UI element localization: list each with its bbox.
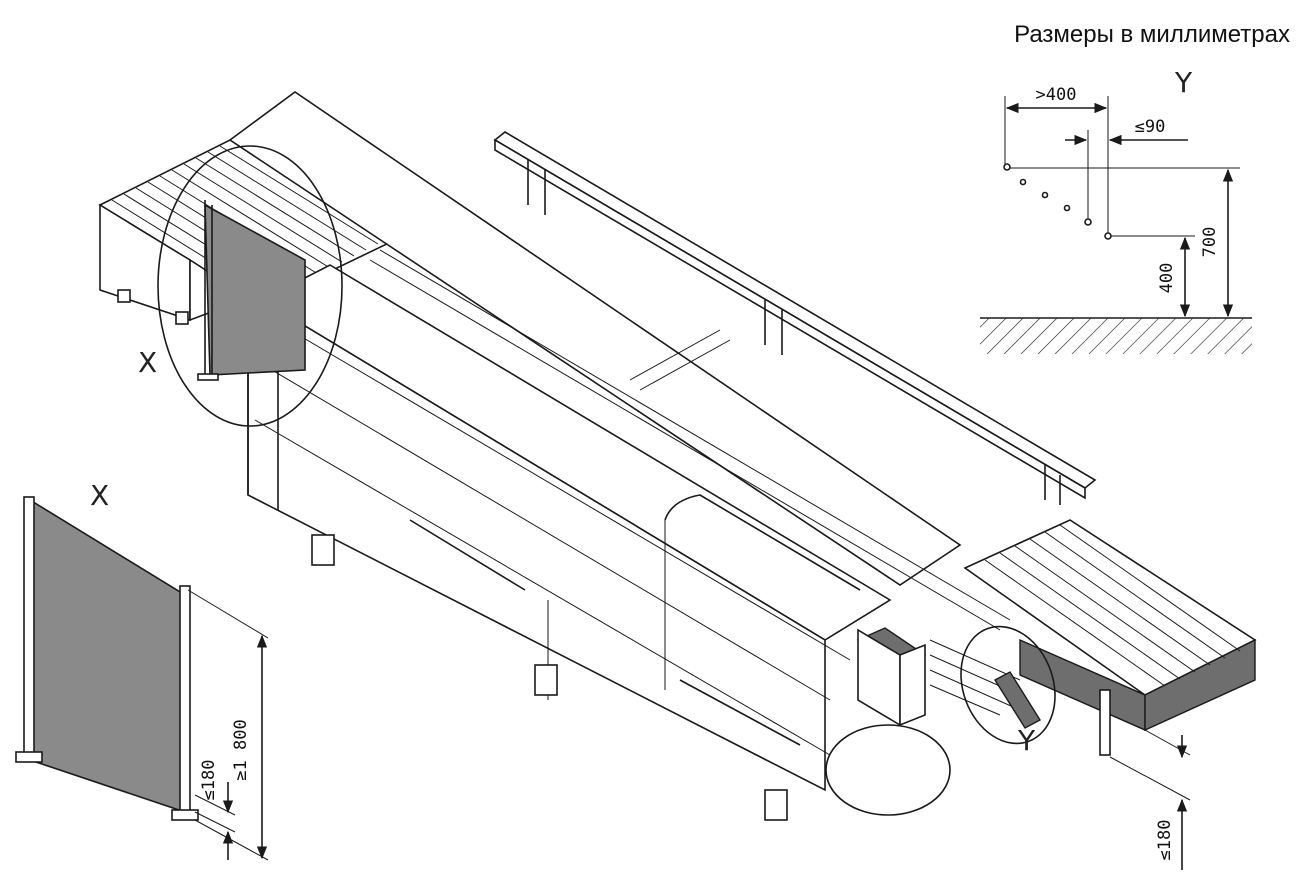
units-note: Размеры в миллиметрах bbox=[1014, 21, 1290, 48]
dim-y-height-lower: 400 bbox=[1157, 263, 1177, 294]
detail-x-title: X bbox=[90, 479, 109, 512]
dim-y-height-upper: 700 bbox=[1200, 227, 1220, 258]
conveyor-bottom-dimension: ≤180 bbox=[1109, 729, 1191, 870]
dim-y-horizontal-gap: >400 bbox=[1036, 85, 1077, 105]
detail-y: Y >400 ≤90 700 400 bbox=[980, 66, 1252, 354]
dim-conveyor-bottom-gap: ≤180 bbox=[1155, 820, 1175, 861]
dim-x-bottom-gap: ≤180 bbox=[199, 760, 219, 801]
detail-x: X ≥1 800 ≤180 bbox=[15, 479, 269, 861]
detail-y-title: Y bbox=[1174, 66, 1193, 99]
edgebander-machine-body bbox=[228, 91, 962, 821]
dim-y-width: ≤90 bbox=[1135, 117, 1166, 137]
guide-rail bbox=[369, 131, 1097, 631]
outfeed-conveyor bbox=[929, 519, 1257, 756]
callout-y-label: Y bbox=[1017, 724, 1036, 757]
detail-y-callout-circle bbox=[960, 625, 1056, 745]
dim-x-panel-height: ≥1 800 bbox=[231, 719, 251, 780]
callout-x-label: X bbox=[138, 346, 157, 379]
safety-guard-panel bbox=[197, 200, 306, 381]
detail-x-callout-circle bbox=[157, 145, 343, 427]
